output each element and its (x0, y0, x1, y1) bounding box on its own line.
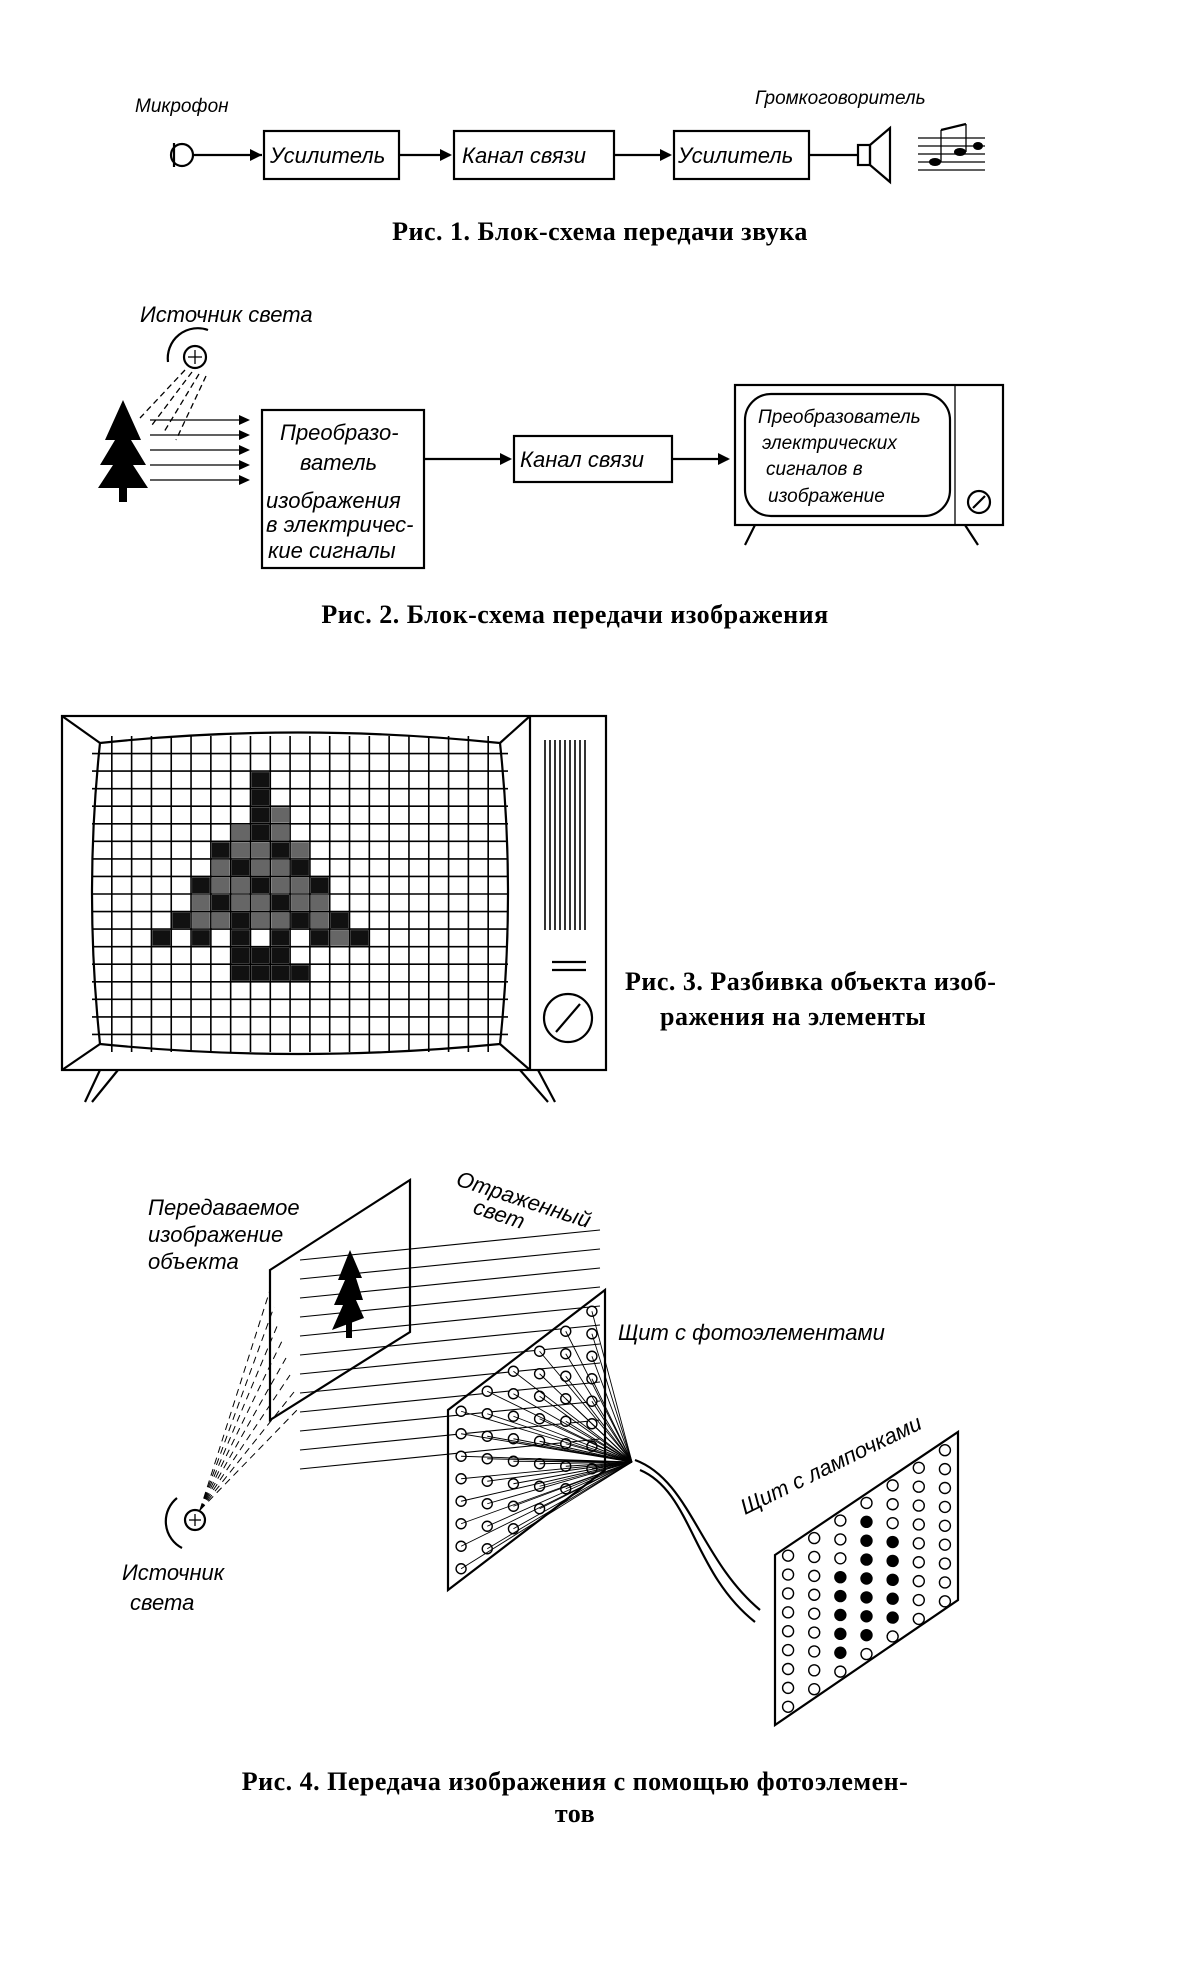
converter-line-3: изображения (266, 488, 401, 513)
photoelement-panel (446, 1287, 607, 1593)
reflected-light-rays (299, 1229, 601, 1470)
tv-line-2: электрических (762, 433, 898, 454)
amplifier-1-label: Усилитель (269, 143, 385, 168)
lamp-cells (781, 1444, 952, 1713)
lamp-panel (773, 1429, 960, 1728)
loudspeaker-icon (856, 125, 892, 185)
light-bulb-icon (164, 1497, 207, 1549)
figure-4-photoelement-transmission: Передаваемое изображение объекта Отражен… (122, 1166, 960, 1828)
amplifier-2-label: Усилитель (677, 143, 793, 168)
figure-4-caption-line-2: тов (555, 1799, 595, 1828)
transmitted-label-3: объекта (148, 1249, 239, 1274)
converter-block (260, 408, 426, 570)
source-label-1: Источник (122, 1560, 226, 1585)
figure-2-caption: Рис. 2. Блок-схема передачи изображения (321, 600, 828, 629)
converter-line-5: кие сигналы (268, 538, 396, 563)
converter-line-4: в электричес- (266, 512, 413, 537)
channel-label: Канал связи (462, 143, 586, 168)
converter-line-2: ватель (300, 450, 377, 475)
figure-1-sound-block-diagram: Микрофон Громкоговоритель Усилитель Кана… (135, 88, 985, 246)
tv-receiver-icon (733, 383, 1005, 546)
transmitted-label-1: Передаваемое (148, 1195, 300, 1220)
tree-pixel-cells (152, 772, 369, 981)
tv-line-3: сигналов в (766, 459, 863, 480)
music-notes-icon (918, 122, 985, 171)
arrow-icon (718, 453, 730, 465)
wire-bundle (460, 1311, 633, 1570)
loudspeaker-label: Громкоговоритель (755, 88, 926, 109)
source-light-rays (199, 1289, 299, 1511)
tv-line-4: изображение (768, 486, 885, 507)
speaker-grille (544, 740, 586, 930)
microphone-label: Микрофон (135, 96, 229, 117)
channel-label-2: Канал связи (520, 447, 644, 472)
converter-line-1: Преобразо- (280, 420, 399, 445)
figure-1-caption: Рис. 1. Блок-схема передачи звука (392, 217, 808, 246)
microphone-icon (169, 142, 195, 168)
arrow-icon (440, 149, 452, 161)
figure-3-tv-grid: Рис. 3. Разбивка объекта изоб- ражения н… (60, 714, 996, 1103)
tv-knob-icon (542, 992, 594, 1044)
tree-icon (332, 1250, 364, 1338)
figure-2-image-block-diagram: Источник света (98, 302, 1005, 629)
photo-panel-label: Щит с фотоэлементами (618, 1320, 885, 1345)
source-label-2: света (130, 1590, 194, 1615)
light-source-label: Источник света (140, 302, 313, 327)
light-bulb-icon (166, 327, 209, 370)
tree-icon (98, 400, 148, 502)
tv-line-1: Преобразователь (758, 407, 921, 428)
arrow-icon (500, 453, 512, 465)
arrow-icon (660, 149, 672, 161)
arrow-icon (250, 149, 262, 161)
light-rays (139, 369, 207, 441)
reflected-arrows (150, 415, 250, 485)
figure-3-caption-line-1: Рис. 3. Разбивка объекта изоб- (625, 967, 996, 996)
figure-3-caption-line-2: ражения на элементы (660, 1002, 926, 1031)
figure-4-caption-line-1: Рис. 4. Передача изображения с помощью ф… (242, 1767, 909, 1796)
screen-grid (92, 736, 508, 1052)
transmitted-label-2: изображение (148, 1222, 283, 1247)
image-panel (268, 1177, 412, 1422)
